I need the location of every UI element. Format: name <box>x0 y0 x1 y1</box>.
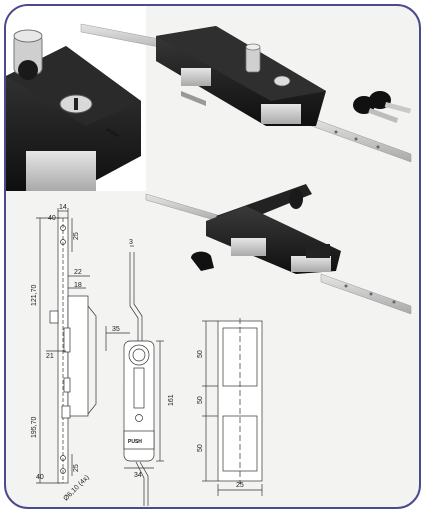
lock-assembly-photo-open <box>145 184 412 315</box>
front-push-label: PUSH <box>128 439 142 445</box>
dim-25-bottom: 25 <box>73 464 80 472</box>
rod-upper-open <box>145 193 222 223</box>
front-view-dimensions: 3 35 161 34 PUSH <box>112 239 175 479</box>
dim-25-top: 25 <box>73 232 80 240</box>
key-icon <box>353 91 412 123</box>
side-view-drawing <box>36 208 97 484</box>
dim-50-middle: 50 <box>197 396 204 404</box>
dim-14: 14 <box>59 204 67 211</box>
product-illustration: PUSH <box>6 6 412 506</box>
plate-drawing <box>202 318 263 496</box>
product-card: PUSH <box>4 4 421 509</box>
dim-121-70: 121,70 <box>31 284 38 306</box>
front-view-drawing <box>105 245 164 506</box>
lock-assembly-photo-closed <box>80 23 412 163</box>
dim-50-bottom: 50 <box>197 444 204 452</box>
dim-161: 161 <box>168 394 175 406</box>
dim-18: 18 <box>74 282 82 289</box>
dim-21: 21 <box>46 353 54 360</box>
dim-34: 34 <box>134 472 142 479</box>
closeup-steel-plate <box>26 151 96 191</box>
dim-50-top: 50 <box>197 350 204 358</box>
dim-25-plate: 25 <box>236 482 244 489</box>
dim-40-bottom: 40 <box>36 474 44 481</box>
plate-dimensions: 50 50 50 25 <box>197 350 244 489</box>
dim-195-70: 195,70 <box>31 416 38 438</box>
dim-35: 35 <box>112 326 120 333</box>
rod-lower-open <box>320 273 412 315</box>
rod-lower <box>305 115 412 163</box>
dim-22: 22 <box>74 269 82 276</box>
dim-40-top: 40 <box>48 215 56 222</box>
dim-3: 3 <box>129 239 133 246</box>
